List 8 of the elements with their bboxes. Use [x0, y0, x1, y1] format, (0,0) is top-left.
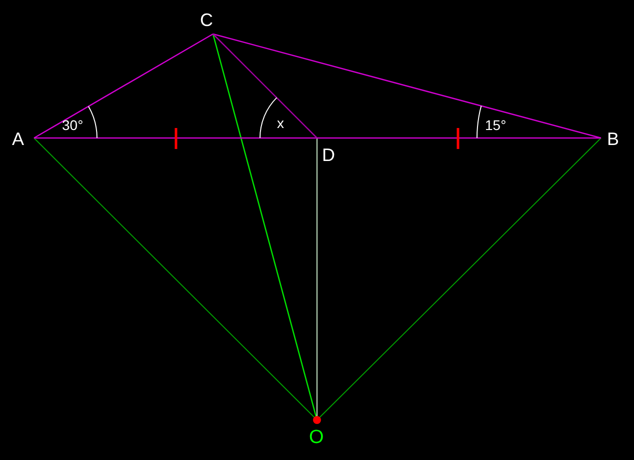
angle-label: x: [277, 116, 284, 130]
angle-label: 30°: [62, 118, 84, 132]
point-label: O: [309, 428, 324, 447]
point-label: A: [12, 130, 24, 148]
point-label: C: [200, 11, 213, 29]
point-label: D: [322, 146, 335, 164]
point-label: B: [607, 130, 620, 148]
angle-label: 15°: [485, 118, 506, 132]
